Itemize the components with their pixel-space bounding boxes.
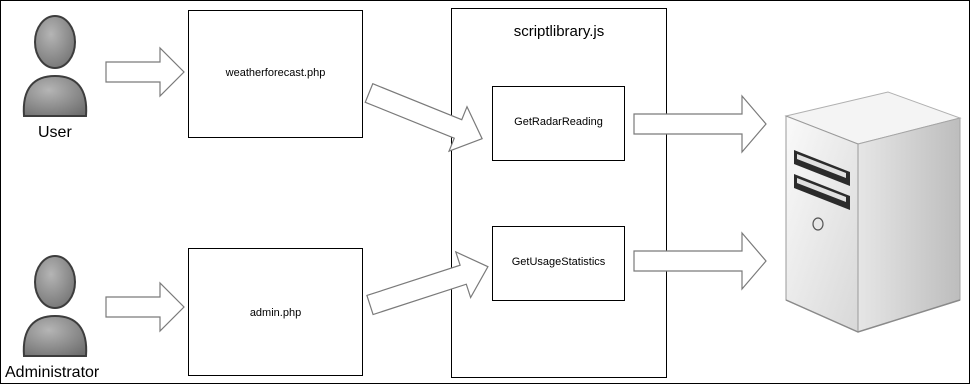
- server-icon: [784, 91, 962, 333]
- administrator-label: Administrator: [5, 364, 100, 381]
- weatherforecast-page-label: weatherforecast.php: [225, 67, 326, 79]
- arrow-usage-to-server: [633, 231, 767, 291]
- arrow-radar-to-server: [633, 94, 767, 154]
- get-radar-reading-box: GetRadarReading: [492, 86, 625, 161]
- arrow-admin-to-adminpage: [105, 281, 185, 333]
- user-label: User: [38, 124, 72, 141]
- scriptlibrary-title: scriptlibrary.js: [513, 23, 605, 40]
- weatherforecast-page-box: weatherforecast.php: [188, 10, 363, 138]
- get-usage-statistics-box: GetUsageStatistics: [492, 226, 625, 301]
- user-person-icon: [22, 15, 88, 117]
- arrow-user-to-weather: [105, 46, 185, 98]
- arrow-admin-to-usage: [366, 250, 489, 316]
- admin-page-box: admin.php: [188, 248, 363, 376]
- get-radar-reading-label: GetRadarReading: [514, 116, 603, 128]
- get-usage-statistics-label: GetUsageStatistics: [511, 256, 606, 268]
- scriptlibrary-box: scriptlibrary.js: [451, 8, 667, 378]
- admin-page-label: admin.php: [249, 307, 302, 319]
- arrow-weather-to-radar: [364, 82, 483, 153]
- administrator-person-icon: [22, 255, 88, 357]
